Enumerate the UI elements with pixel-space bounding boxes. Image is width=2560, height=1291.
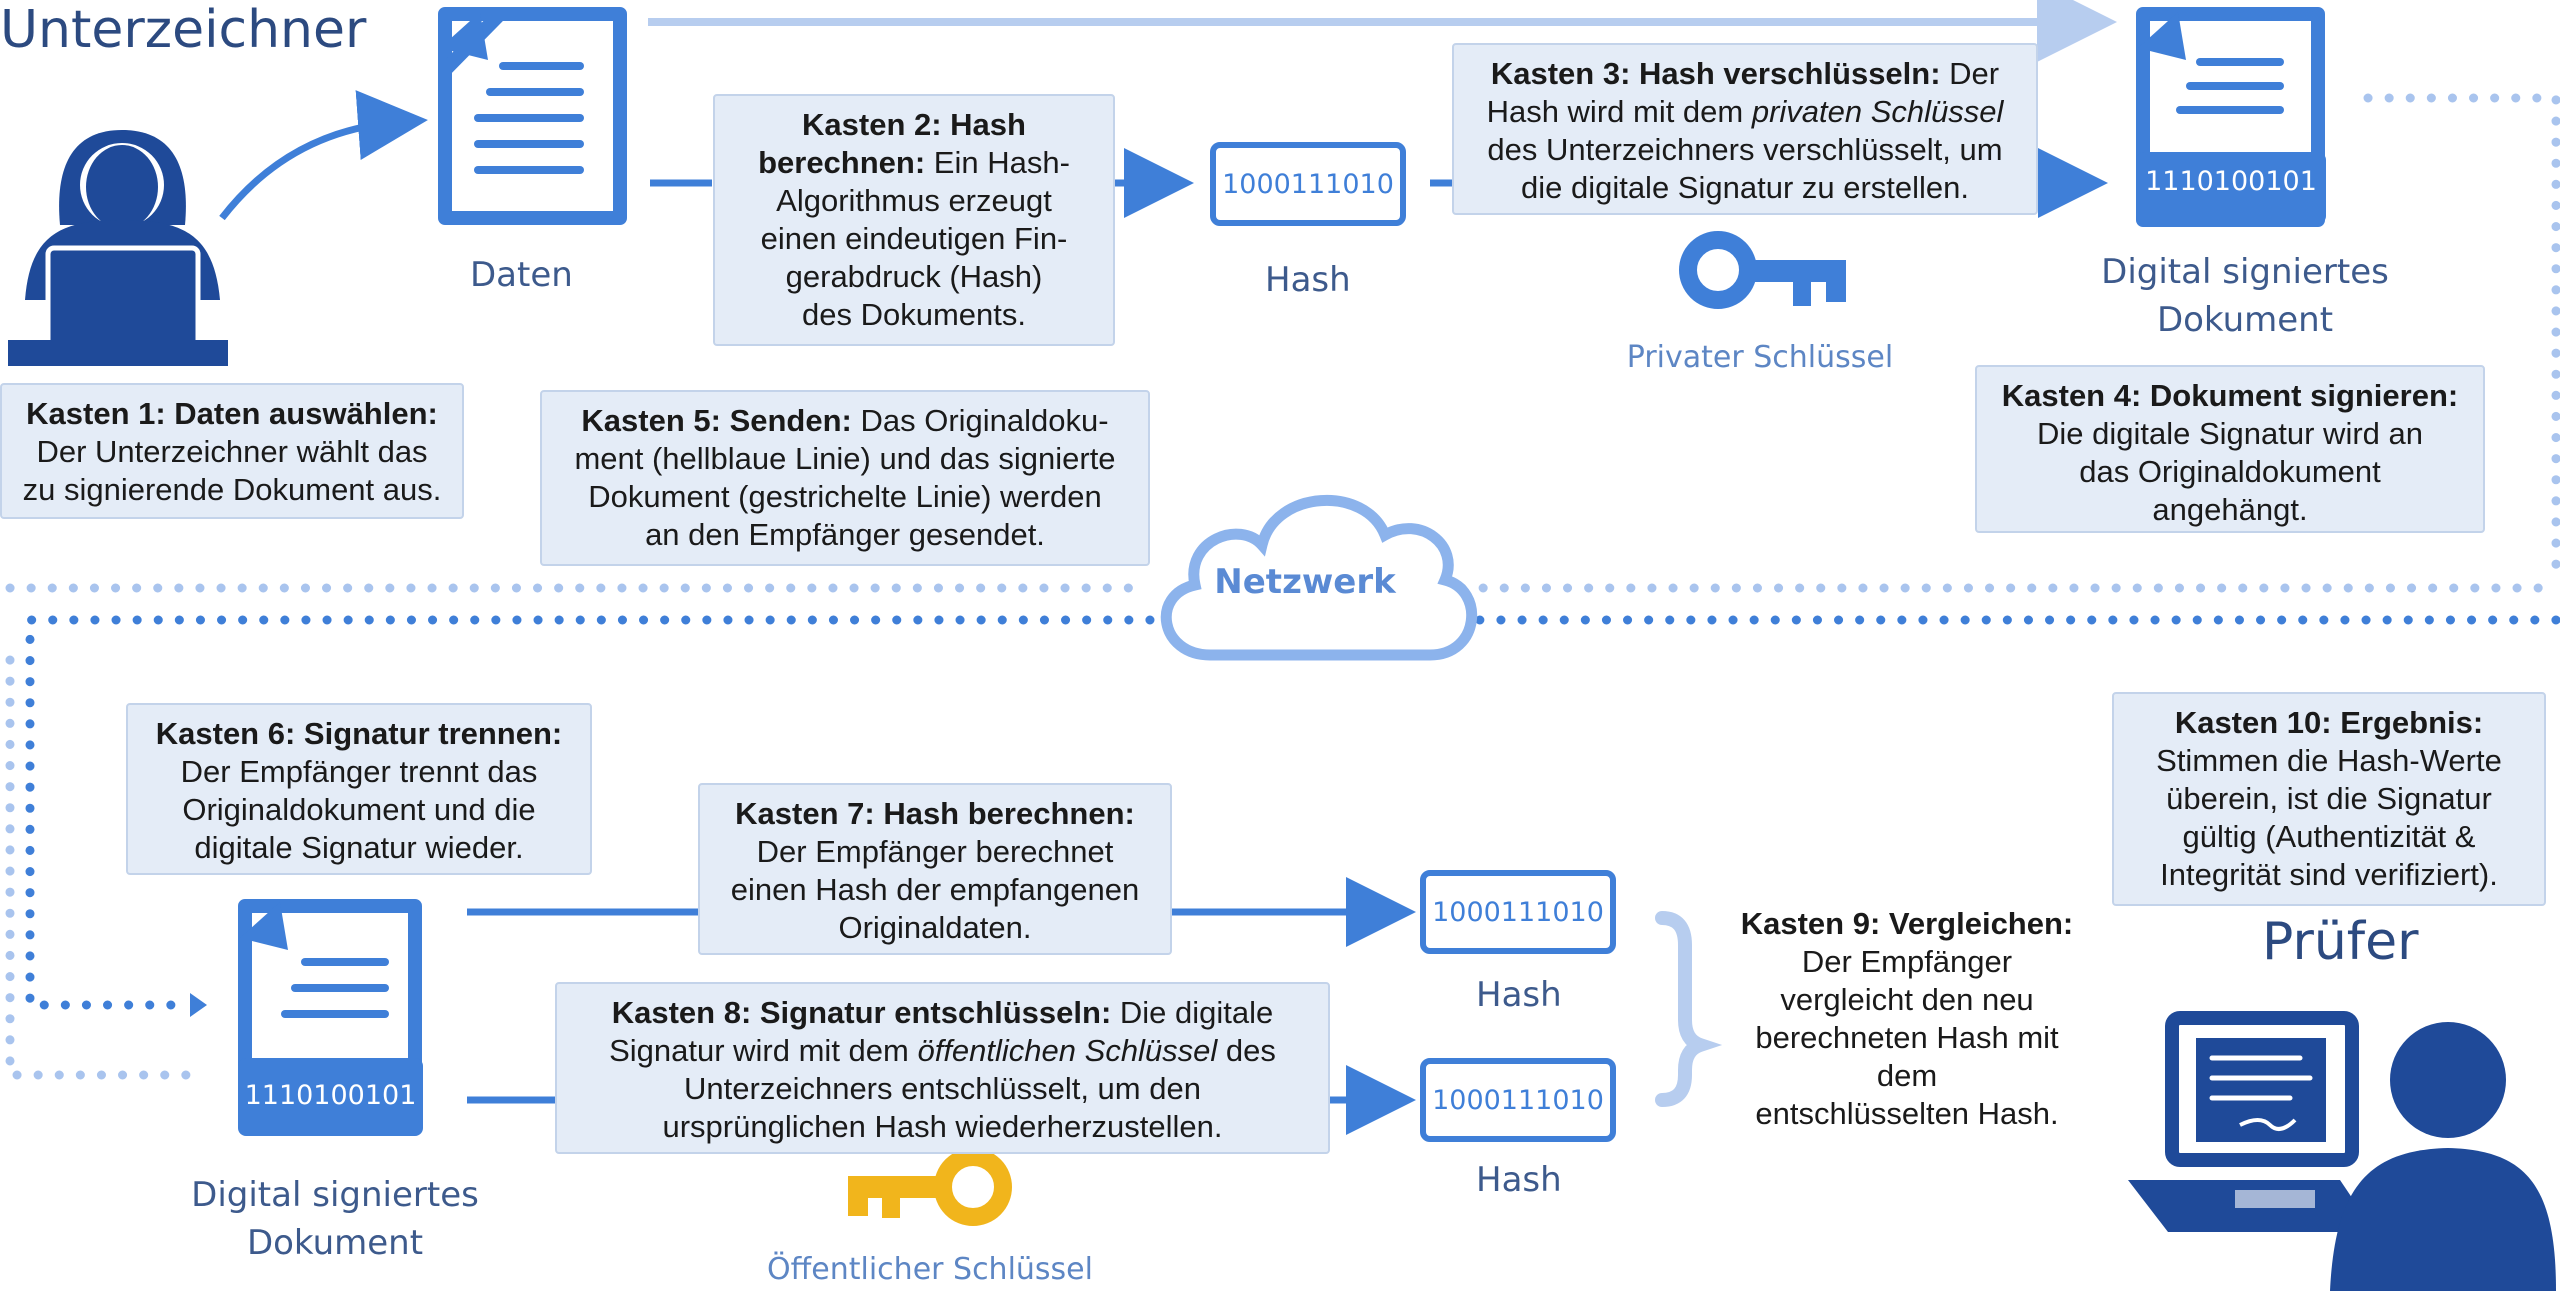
k2-line4: einen eindeutigen Fin- <box>760 221 1068 256</box>
dotted-arrowhead <box>190 993 207 1017</box>
curved-arrow <box>219 90 428 221</box>
k5-line2: ment (hellblaue Linie) und das signierte <box>574 441 1116 476</box>
k10-title: Kasten 10: Ergebnis: <box>2174 705 2484 740</box>
signed-doc-top-label-2: Dokument <box>2156 300 2334 340</box>
k2-title1: Kasten 2: Hash <box>802 107 1026 142</box>
verifier-title: Prüfer <box>2262 912 2419 972</box>
k2-line6: des Dokuments. <box>802 297 1026 332</box>
k3-line2a: Hash wird mit dem <box>1486 94 1752 129</box>
document-icon <box>438 7 627 225</box>
hash-low-label: Hash <box>1476 1160 1562 1200</box>
k7-line2: Der Empfänger berechnet <box>756 834 1114 869</box>
box-k3: Kasten 3: Hash verschlüsseln: Der Hash w… <box>1452 43 2038 215</box>
k8-line4: ursprünglichen Hash wiederherzustellen. <box>662 1109 1223 1144</box>
signed-doc-bottom-label-2: Dokument <box>246 1223 424 1263</box>
k3-line2-italic: privaten Schlüssel <box>1751 94 2004 129</box>
k3-line4: die digitale Signatur zu erstellen. <box>1520 170 1970 205</box>
k7-title: Kasten 7: Hash berechnen: <box>735 796 1135 831</box>
network-label: Netzwerk <box>1214 562 1396 602</box>
verifier-person-icon <box>2330 1022 2556 1291</box>
k2-title-rest: Ein Hash- <box>925 145 1070 180</box>
k5-line3: Dokument (gestrichelte Linie) werden <box>588 479 1102 514</box>
box-k5: Kasten 5: Senden: Das Originaldoku- ment… <box>540 390 1150 566</box>
box-k1: Kasten 1: Daten auswählen: Der Unterzeic… <box>0 383 464 519</box>
hash-mid-label: Hash <box>1476 975 1562 1015</box>
k10-line3: überein, ist die Signatur <box>2166 781 2492 816</box>
box-k9: Kasten 9: Vergleichen: Der Empfänger ver… <box>1712 905 2102 1145</box>
box-k7: Kasten 7: Hash berechnen: Der Empfänger … <box>698 783 1172 955</box>
signed-top-code: 1110100101 <box>2145 166 2317 197</box>
signed-document-icon <box>2136 7 2326 227</box>
computer-icon <box>2128 1011 2375 1232</box>
k8-title-rest: Die digitale <box>1111 995 1274 1030</box>
box-k2: Kasten 2: Hash berechnen: Ein Hash- Algo… <box>713 94 1115 346</box>
k9-line3: vergleicht den neu <box>1780 982 2034 1017</box>
k1-line2: zu signierende Dokument aus. <box>22 472 442 507</box>
k10-line2: Stimmen die Hash-Werte <box>2156 743 2502 778</box>
signed-doc-bottom-label-1: Digital signiertes <box>191 1175 479 1215</box>
dotted-line-lower <box>25 615 2560 1010</box>
k7-line4: Originaldaten. <box>838 910 1032 945</box>
k5-line4: an den Empfänger gesendet. <box>645 517 1045 552</box>
k2-title2: berechnen: <box>758 145 926 180</box>
k6-line3: Originaldokument und die <box>182 792 536 827</box>
received-signed-document-icon <box>238 899 423 1136</box>
k6-line2: Der Empfänger trennt das <box>180 754 538 789</box>
public-key-icon <box>848 1148 1012 1226</box>
k10-line4: gültig (Authentizität & <box>2182 819 2476 854</box>
person-laptop-icon <box>8 130 228 366</box>
hash-top-label: Hash <box>1265 260 1351 300</box>
k4-line4: angehängt. <box>2152 492 2308 527</box>
k8-line2a: Signatur wird mit dem <box>609 1033 918 1068</box>
k3-line3: des Unterzeichners verschlüsselt, um <box>1487 132 2003 167</box>
signed-bottom-code: 1110100101 <box>244 1080 417 1111</box>
dotted-line-right <box>2363 93 2560 580</box>
k10-line5: Integrität sind verifiziert). <box>2160 857 2498 892</box>
k7-line3: einen Hash der empfangenen <box>730 872 1140 907</box>
k8-line2-italic: öffentlichen Schlüssel <box>917 1033 1218 1068</box>
public-key-label: Öffentlicher Schlüssel <box>767 1252 1093 1287</box>
data-label: Daten <box>470 255 573 295</box>
k8-title: Kasten 8: Signatur entschlüsseln: <box>611 995 1112 1030</box>
k1-line1: Der Unterzeichner wählt das <box>36 434 428 469</box>
k2-line3: Algorithmus erzeugt <box>776 183 1052 218</box>
box-k8: Kasten 8: Signatur entschlüsseln: Die di… <box>555 982 1330 1154</box>
k1-title: Kasten 1: Daten auswählen: <box>26 396 438 431</box>
k9-title: Kasten 9: Vergleichen: <box>1740 906 2074 941</box>
k4-line2: Die digitale Signatur wird an <box>2037 416 2423 451</box>
box-k10: Kasten 10: Ergebnis: Stimmen die Hash-We… <box>2112 692 2546 906</box>
k6-title: Kasten 6: Signatur trennen: <box>155 716 563 751</box>
k5-title-rest: Das Originaldoku- <box>851 403 1109 438</box>
box-k4: Kasten 4: Dokument signieren: Die digita… <box>1975 365 2485 533</box>
private-key-label: Privater Schlüssel <box>1626 340 1894 375</box>
cloud-icon <box>1160 494 1478 661</box>
k4-line3: das Originaldokument <box>2079 454 2381 489</box>
hash-low-box: 1000111010 <box>1420 1058 1616 1142</box>
k3-title: Kasten 3: Hash verschlüsseln: <box>1490 56 1941 91</box>
signed-doc-top-label-1: Digital signiertes <box>2101 252 2389 292</box>
k4-title: Kasten 4: Dokument signieren: <box>2001 378 2459 413</box>
compare-brace <box>1655 911 1723 1107</box>
k3-title-rest: Der <box>1940 56 2000 91</box>
k9-line2: Der Empfänger <box>1801 944 2013 979</box>
k8-line2b: des <box>1217 1033 1276 1068</box>
signer-title: Unterzeichner <box>0 0 367 60</box>
k9-line6: entschlüsselten Hash. <box>1755 1096 2059 1131</box>
k6-line4: digitale Signatur wieder. <box>194 830 524 865</box>
private-key-icon <box>1679 231 1846 309</box>
hash-top-box: 1000111010 <box>1210 142 1406 226</box>
k8-line3: Unterzeichners entschlüsselt, um den <box>684 1071 1201 1106</box>
k9-line4: berechneten Hash mit <box>1755 1020 2059 1055</box>
k5-title: Kasten 5: Senden: <box>581 403 852 438</box>
k9-line5: dem <box>1876 1058 1938 1093</box>
k2-line5: gerabdruck (Hash) <box>785 259 1043 294</box>
hash-mid-box: 1000111010 <box>1420 870 1616 954</box>
box-k6: Kasten 6: Signatur trennen: Der Empfänge… <box>126 703 592 875</box>
